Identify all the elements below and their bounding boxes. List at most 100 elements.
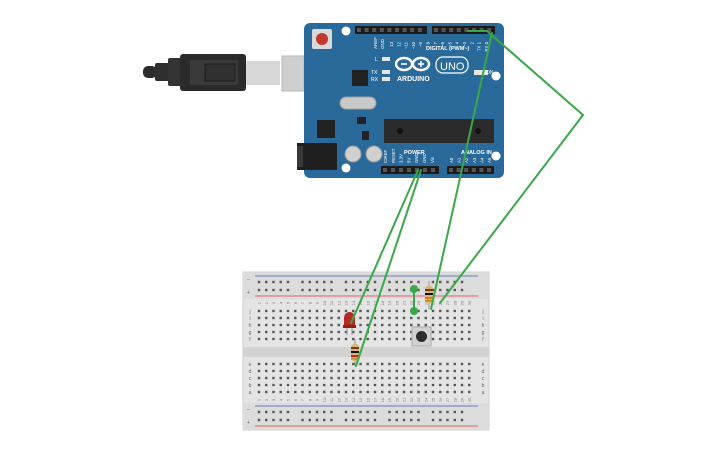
reset-button[interactable] [312, 29, 332, 49]
header-pin-hole[interactable] [372, 28, 377, 32]
digital-header[interactable] [355, 26, 495, 34]
header-pin-hole[interactable] [449, 168, 453, 172]
svg-text:a: a [249, 390, 252, 396]
svg-text:g: g [249, 330, 252, 336]
pulldown-resistor[interactable] [425, 281, 433, 309]
pin-label: GND [422, 153, 427, 163]
svg-text:16: 16 [365, 300, 370, 305]
wires[interactable] [350, 30, 584, 367]
pin-label: 13 [389, 41, 394, 46]
header-pin-hole[interactable] [364, 28, 369, 32]
header-pin-hole[interactable] [464, 168, 469, 172]
pin-label: 7 [433, 41, 438, 44]
header-pin-hole[interactable] [434, 28, 438, 32]
status-leds [382, 57, 488, 81]
jumper-end-bottom[interactable] [410, 307, 418, 315]
header-pin-hole[interactable] [417, 28, 422, 32]
header-pin-hole[interactable] [391, 168, 395, 172]
header-pin-hole[interactable] [487, 28, 492, 32]
usb-cable[interactable] [143, 54, 305, 92]
svg-text:14: 14 [351, 397, 356, 402]
header-pin-hole[interactable] [399, 168, 403, 172]
svg-text:16: 16 [365, 397, 370, 402]
header-pin-hole[interactable] [456, 168, 461, 172]
rail-minus-label-bottom: − [247, 407, 250, 413]
svg-text:18: 18 [380, 300, 385, 305]
pin-label: ~11 [404, 41, 409, 49]
header-pin-hole[interactable] [456, 28, 461, 32]
header-pin-hole[interactable] [479, 168, 484, 172]
svg-text:29: 29 [460, 300, 465, 305]
breadboard-column-numbers: 1122334455667788991010111112121313141415… [257, 300, 472, 402]
arduino-logo [394, 56, 431, 72]
on-led-label: ON [486, 70, 494, 76]
red-led[interactable] [343, 312, 356, 335]
svg-text:9: 9 [315, 398, 320, 401]
atmega-chip [384, 119, 494, 143]
svg-text:23: 23 [416, 397, 421, 402]
pin-label: IOREF [383, 149, 388, 163]
breadboard-holes[interactable] [257, 280, 471, 422]
svg-text:19: 19 [387, 300, 392, 305]
svg-text:27: 27 [445, 397, 450, 402]
svg-text:30: 30 [467, 300, 472, 305]
header-pin-hole[interactable] [383, 168, 387, 172]
svg-text:3: 3 [271, 301, 276, 304]
svg-text:19: 19 [387, 397, 392, 402]
header-pin-hole[interactable] [487, 168, 491, 172]
header-pin-hole[interactable] [402, 28, 407, 32]
rail-plus-label-bottom: + [247, 420, 250, 426]
svg-text:12: 12 [336, 300, 341, 305]
header-pin-hole[interactable] [471, 168, 476, 172]
header-pin-hole[interactable] [395, 28, 399, 32]
svg-text:d: d [482, 369, 485, 375]
header-pin-hole[interactable] [410, 28, 415, 32]
header-pin-hole[interactable] [407, 168, 411, 172]
jumper-end-top[interactable] [410, 285, 418, 293]
regulator-chip [317, 120, 335, 138]
header-pin-hole[interactable] [423, 168, 427, 172]
header-pin-hole[interactable] [431, 168, 435, 172]
gnd-label: GND [380, 38, 385, 49]
header-pin-hole[interactable] [449, 28, 454, 32]
svg-text:28: 28 [452, 397, 457, 402]
header-pin-hole[interactable] [441, 28, 446, 32]
svg-text:h: h [482, 323, 485, 329]
pin-label: 8 [426, 41, 431, 44]
svg-text:22: 22 [409, 397, 414, 402]
svg-text:17: 17 [373, 397, 378, 402]
svg-text:e: e [482, 362, 485, 368]
svg-text:2: 2 [264, 398, 269, 401]
pin-label: ~5 [447, 41, 452, 47]
svg-text:30: 30 [467, 397, 472, 402]
header-pin-hole[interactable] [387, 28, 392, 32]
pin-label: 3.3V [399, 154, 404, 163]
svg-text:13: 13 [344, 397, 349, 402]
wire-pin-to-led [439, 30, 584, 304]
header-pin-hole[interactable] [379, 28, 384, 32]
pin-label: ~10 [411, 41, 416, 49]
header-pin-hole[interactable] [464, 28, 469, 32]
svg-text:5: 5 [286, 398, 291, 401]
svg-text:20: 20 [394, 397, 399, 402]
pushbutton[interactable] [411, 326, 432, 347]
led-resistor[interactable] [351, 339, 359, 366]
rail-plus-label-top: + [247, 290, 250, 296]
svg-text:23: 23 [416, 300, 421, 305]
header-pin-hole[interactable] [357, 28, 361, 32]
svg-text:10: 10 [322, 397, 327, 402]
power-label: POWER [404, 150, 425, 156]
svg-text:c: c [482, 376, 485, 382]
svg-text:20: 20 [394, 300, 399, 305]
svg-text:26: 26 [438, 397, 443, 402]
analog-header[interactable] [447, 166, 494, 174]
pin-label: Vin [430, 156, 435, 163]
wire-gnd-to-resistor [355, 169, 422, 367]
digital-label: DIGITAL (PWM~) [426, 46, 470, 52]
brand-label: ARDUINO [397, 76, 430, 83]
pin-label: 2 [469, 41, 474, 44]
svg-text:4: 4 [278, 301, 283, 304]
